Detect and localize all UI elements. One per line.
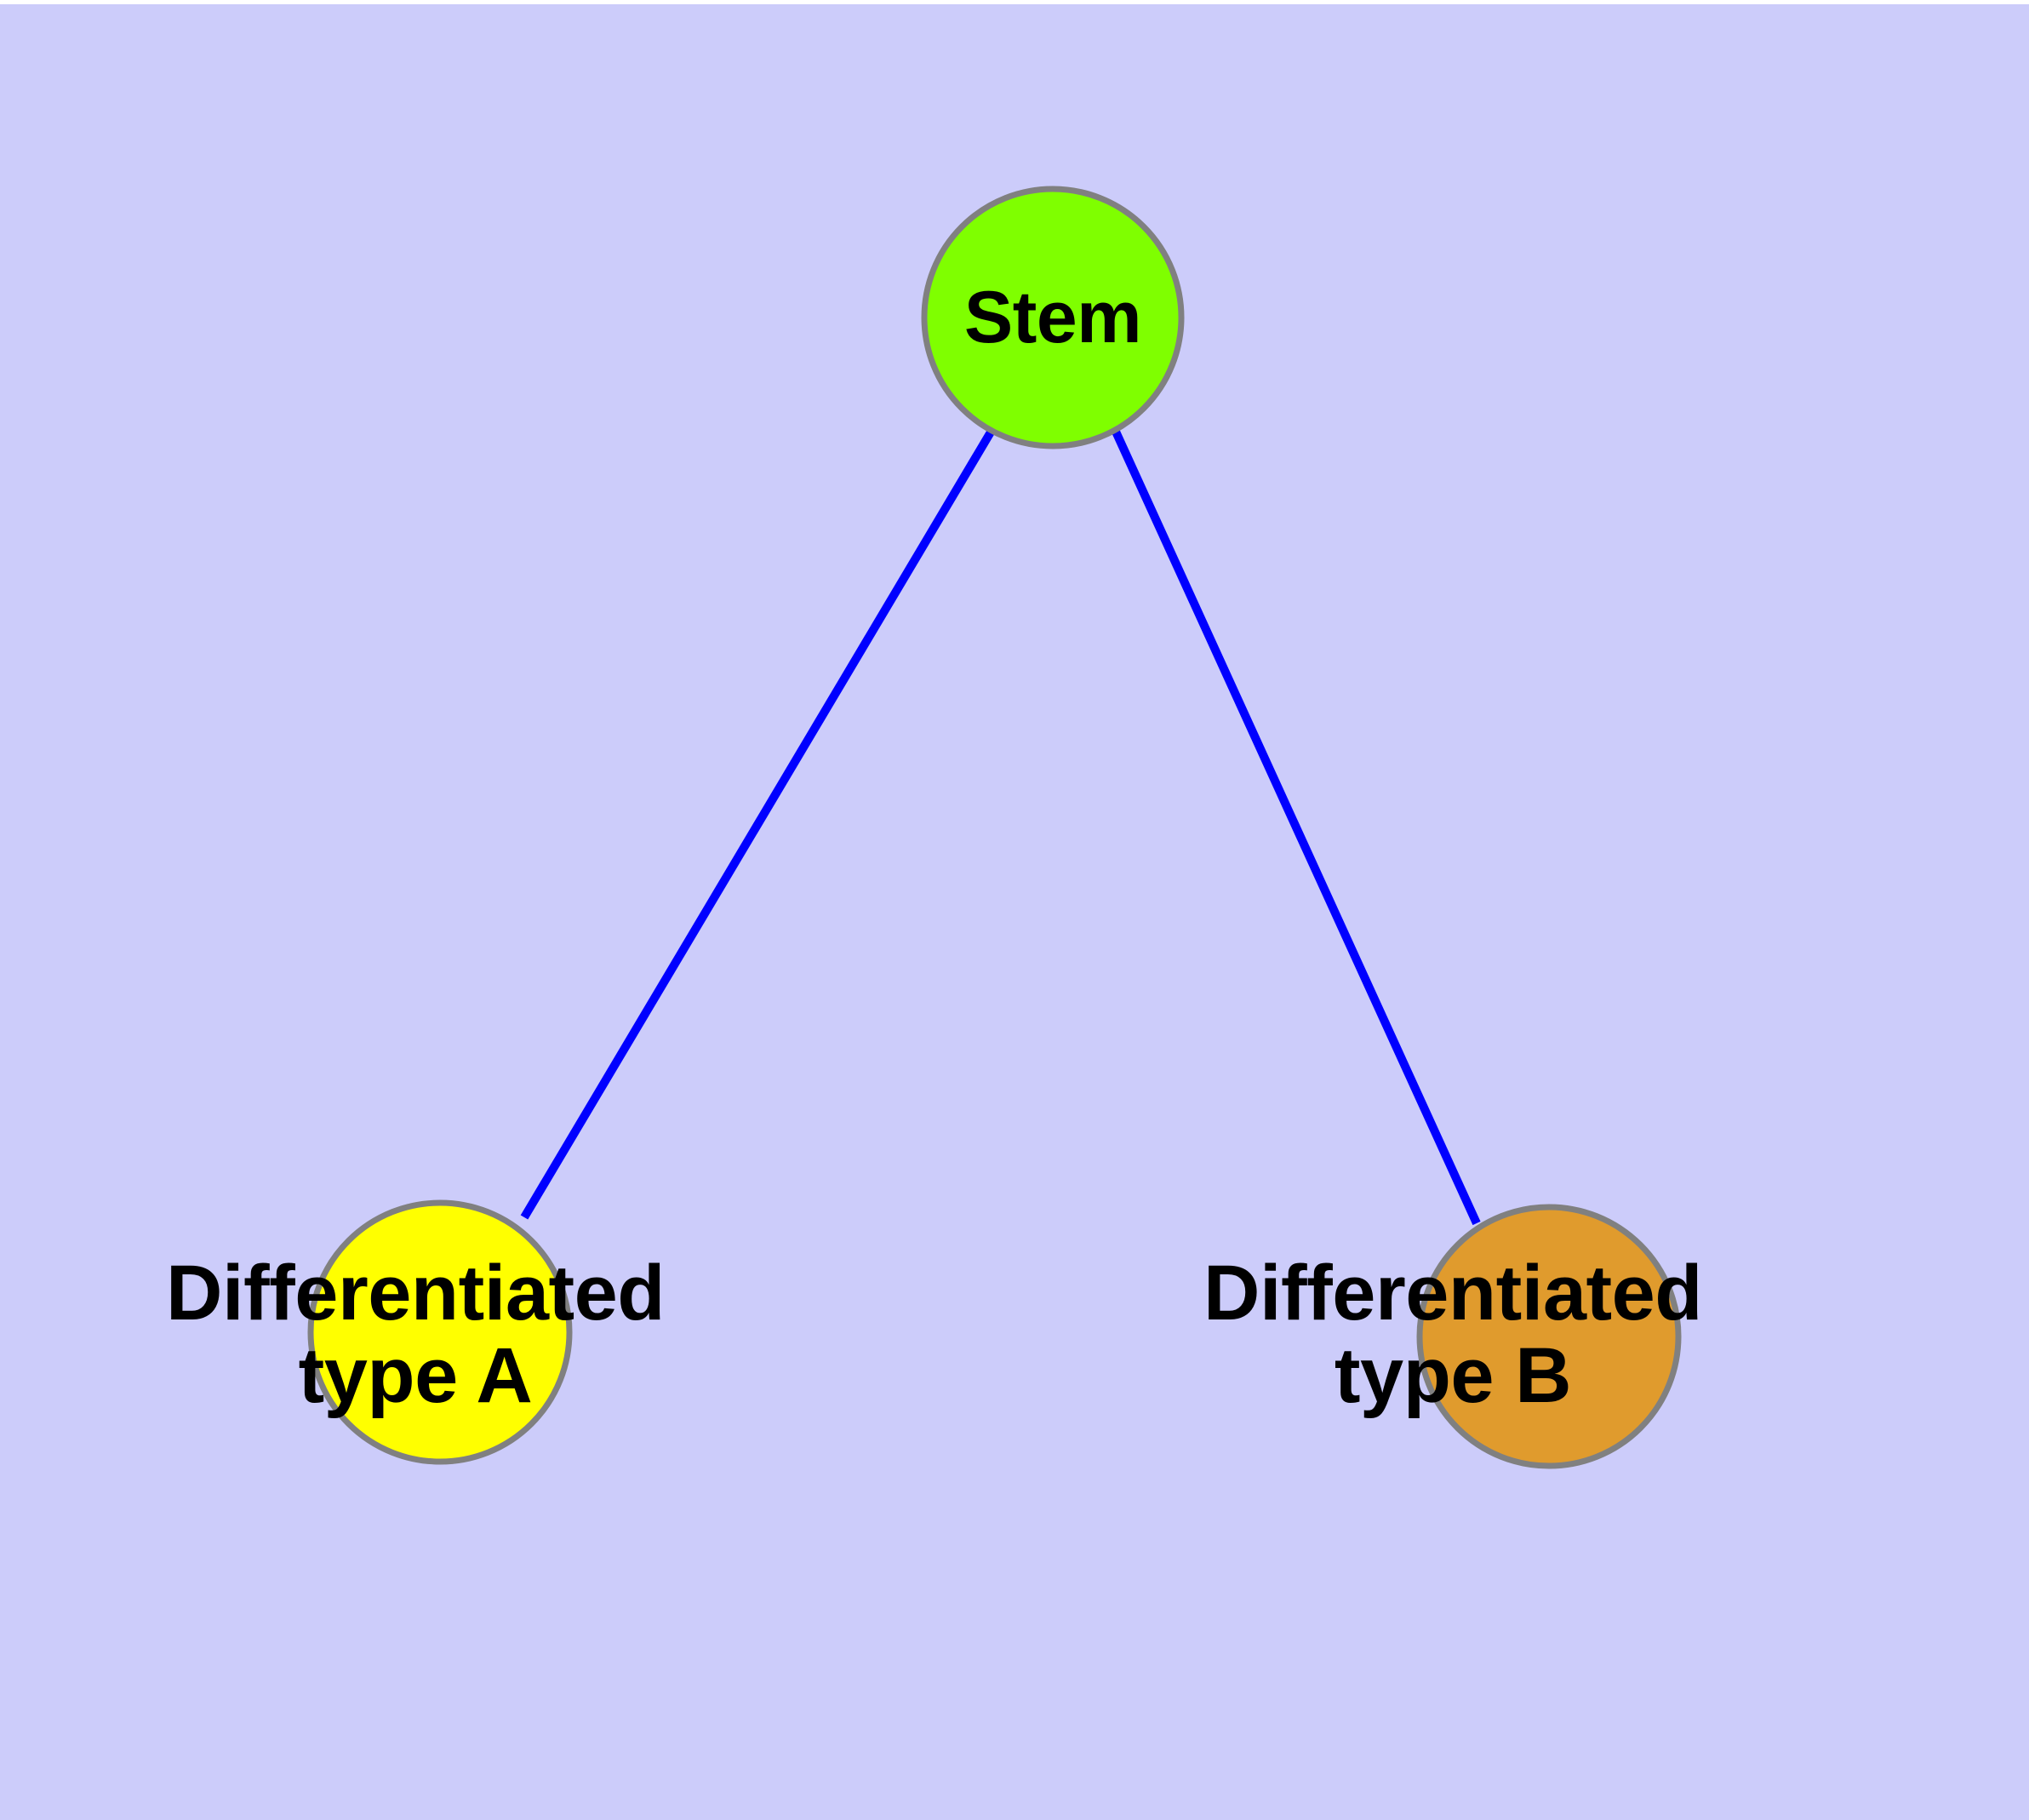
edge-stem-to-diff-b[interactable]	[1112, 429, 1481, 1226]
edge-stem-to-diff-a[interactable]	[520, 428, 996, 1220]
node-stem[interactable]	[921, 186, 1185, 449]
node-differentiated-type-a[interactable]	[307, 1199, 573, 1465]
node-differentiated-type-b[interactable]	[1416, 1204, 1682, 1469]
